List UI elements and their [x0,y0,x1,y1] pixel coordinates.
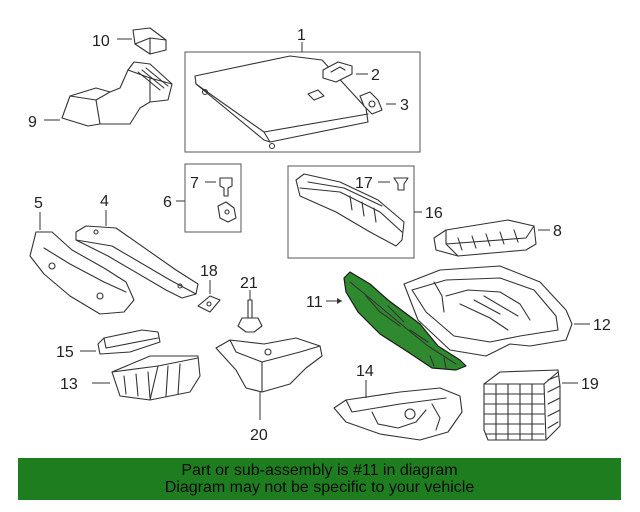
part-4[interactable] [75,225,199,299]
callout-10[interactable]: 10 [92,33,110,50]
callout-9[interactable]: 9 [28,114,37,131]
callout-18[interactable]: 18 [200,263,218,280]
banner-line-1: Part or sub-assembly is #11 in diagram [181,462,458,479]
callout-16[interactable]: 16 [425,205,443,222]
parts-diagram: 10 9 1 2 3 6 [28,27,611,444]
part-10[interactable] [132,27,167,55]
part-9[interactable] [61,61,173,127]
callout-17[interactable]: 17 [355,175,373,192]
part-14[interactable] [333,387,463,441]
part-17-clip[interactable] [393,177,409,191]
callout-20[interactable]: 20 [250,427,268,444]
part-5[interactable] [29,231,135,315]
part-21-screw[interactable] [237,299,263,333]
callout-8[interactable]: 8 [553,223,562,240]
info-banner: Part or sub-assembly is #11 in diagram D… [18,458,621,500]
callout-15[interactable]: 15 [56,344,74,361]
callout-1[interactable]: 1 [297,27,306,44]
callout-11[interactable]: 11 [306,294,323,311]
callout-5[interactable]: 5 [34,195,43,212]
part-18[interactable] [197,295,221,313]
part-8[interactable] [433,219,537,257]
callout-19[interactable]: 19 [581,376,599,393]
callout-2[interactable]: 2 [371,67,380,84]
part-19-basket[interactable] [483,369,561,441]
callout-12[interactable]: 12 [593,317,611,334]
box-group-6 [184,163,242,233]
callout-13[interactable]: 13 [60,376,78,393]
part-13-tray[interactable] [111,355,201,401]
part-12-tub[interactable] [403,265,573,357]
part-3[interactable] [359,91,383,115]
part-20[interactable] [215,337,323,393]
callout-3[interactable]: 3 [400,97,409,114]
part-11-highlighted[interactable] [343,271,467,371]
callout-21[interactable]: 21 [240,275,258,292]
part-2[interactable] [322,61,353,83]
part-16-sill-plate[interactable] [295,173,405,247]
callout-4[interactable]: 4 [100,193,109,210]
part-7-clip[interactable] [217,177,237,223]
part-15[interactable] [97,329,161,355]
callout-14[interactable]: 14 [356,363,374,380]
banner-line-2: Diagram may not be specific to your vehi… [164,479,475,496]
callout-7[interactable]: 7 [190,175,199,192]
callout-6[interactable]: 6 [163,194,172,211]
leader-11-arrow [337,298,342,304]
